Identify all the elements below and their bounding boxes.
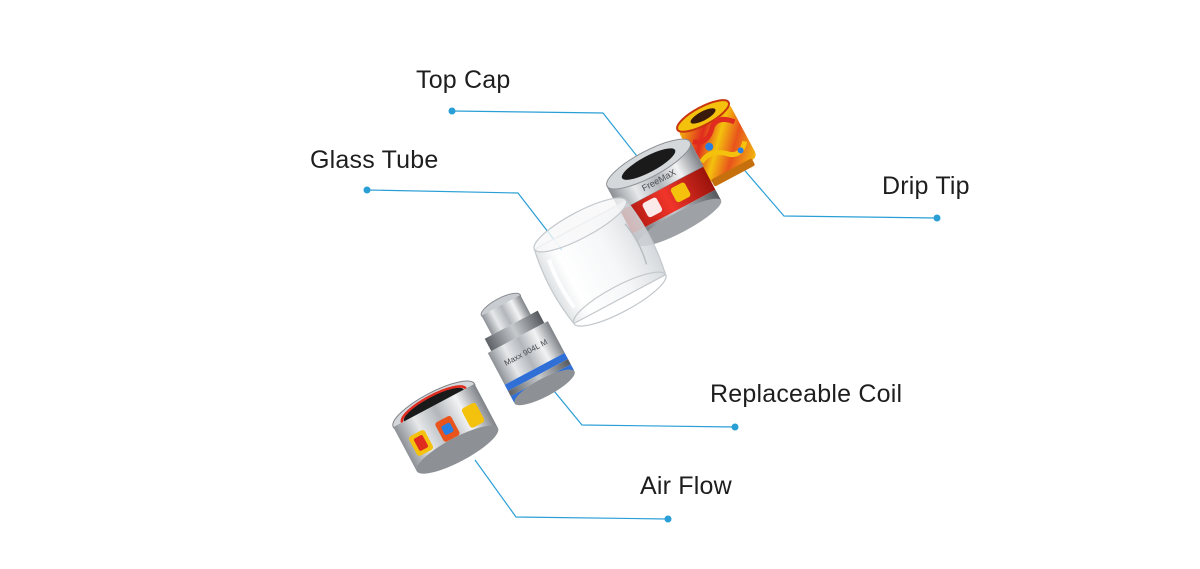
top-cap-leader-line xyxy=(451,110,641,161)
air-flow-part xyxy=(392,380,499,474)
replaceable-coil-label: Replaceable Coil xyxy=(710,380,903,408)
drip-tip-leader-line xyxy=(739,164,938,219)
glass-tube-leader-dot xyxy=(363,186,371,194)
glass-tube-part xyxy=(533,197,667,327)
top-cap-part: FreeMaX xyxy=(606,138,722,247)
glass-tube-leader-line xyxy=(366,189,563,251)
replaceable-coil-part: Maxx 904L M xyxy=(480,292,575,406)
air-flow-label: Air Flow xyxy=(640,472,732,500)
top-cap-leader-dot xyxy=(448,107,456,115)
glass-tube-label: Glass Tube xyxy=(310,146,439,174)
drip-tip-leader-dot xyxy=(933,214,941,222)
coil-leader-dot xyxy=(731,423,739,431)
airflow-leader-line xyxy=(474,459,669,520)
airflow-leader-dot xyxy=(664,515,672,523)
coil-leader-line xyxy=(544,379,736,428)
drip-tip-label: Drip Tip xyxy=(882,172,970,200)
top-cap-label: Top Cap xyxy=(416,66,511,94)
